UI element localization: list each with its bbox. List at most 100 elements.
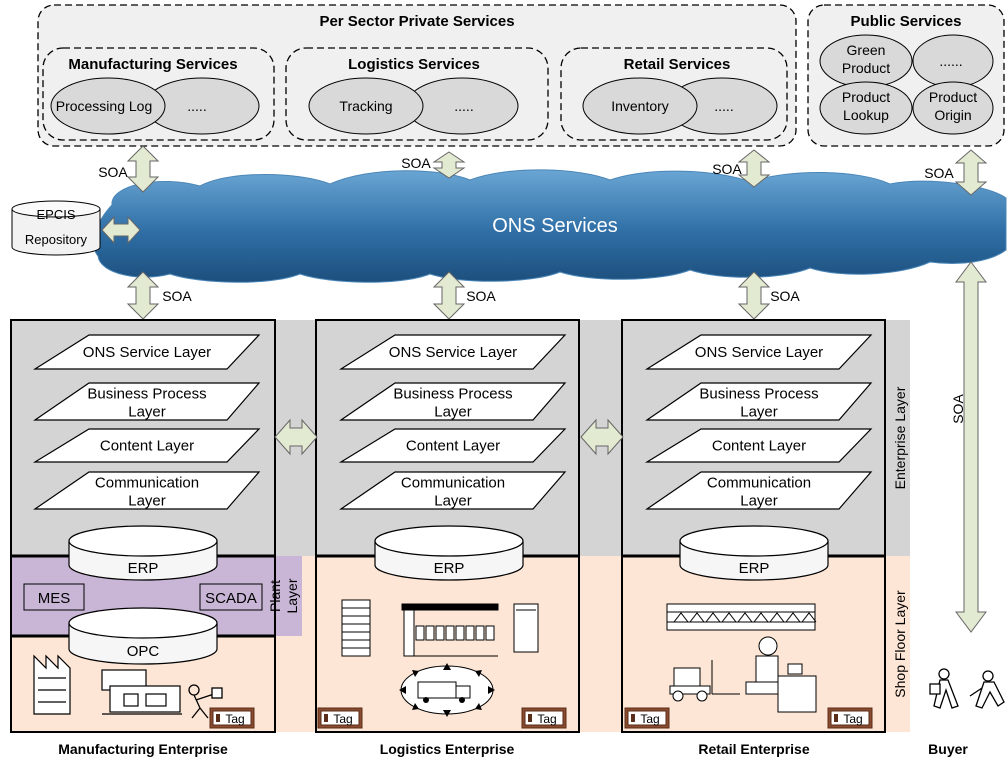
content-layer xyxy=(338,428,567,463)
warehouse-icon xyxy=(401,603,499,657)
factory-icon xyxy=(33,654,71,715)
soa-top-arrows: SOA SOA SOA SOA xyxy=(98,145,988,196)
tag-label: Tag xyxy=(537,712,556,726)
scada-label: SCADA xyxy=(205,590,257,607)
business-process-layer-label-line1: Business Process xyxy=(699,386,818,403)
manufacturing-enterprise-box xyxy=(10,319,276,733)
epcis-label-line1: EPCIS xyxy=(36,207,75,222)
public-product-origin-line2: Origin xyxy=(934,107,971,123)
manufacturing-services-title: Manufacturing Services xyxy=(68,56,237,73)
tag-label: Tag xyxy=(843,712,862,726)
business-process-layer-label-line1: Business Process xyxy=(393,386,512,403)
ons-service-layer-label: ONS Service Layer xyxy=(695,344,823,361)
private-services-group: Per Sector Private Services Manufacturin… xyxy=(37,4,797,147)
plant-layer-label-line1: Plant xyxy=(267,580,283,612)
ons-service-layer xyxy=(338,334,567,370)
service-more: ..... xyxy=(187,98,206,114)
ons-services-label: ONS Services xyxy=(492,215,618,237)
business-process-layer xyxy=(645,382,873,421)
business-process-layer-label-line2: Layer xyxy=(434,404,472,421)
retail-enterprise-box xyxy=(621,319,886,733)
business-process-layer-label-line2: Layer xyxy=(740,404,778,421)
cashier-icon xyxy=(745,636,817,713)
double-arrow xyxy=(126,271,160,320)
opc-cylinder: OPC xyxy=(68,607,218,665)
enterprise-layer-label: Enterprise Layer xyxy=(892,386,908,489)
communication-layer-label-line2: Layer xyxy=(434,493,472,510)
service-more: ..... xyxy=(454,98,473,114)
communication-layer xyxy=(645,471,873,510)
communication-layer xyxy=(33,471,261,510)
content-layer xyxy=(32,428,261,463)
logistics-enterprise-label: Logistics Enterprise xyxy=(380,741,515,757)
soa-bottom-arrows: SOA SOA SOA xyxy=(126,271,800,320)
machine-icon xyxy=(101,669,182,715)
shop-floor-layer-label: Shop Floor Layer xyxy=(892,590,908,698)
content-layer-label: Content Layer xyxy=(100,438,194,455)
ons-cloud: ONS Services xyxy=(93,169,1007,283)
service-ellipse xyxy=(308,77,424,135)
retail-enterprise-label: Retail Enterprise xyxy=(698,741,809,757)
manufacturing-enterprise-label: Manufacturing Enterprise xyxy=(58,741,228,757)
soa-label: SOA xyxy=(98,164,128,180)
erp-cylinder: ERP xyxy=(374,525,524,581)
erp-cylinder-label: ERP xyxy=(128,560,159,577)
rfid-tag-icon: Tag xyxy=(317,707,363,729)
soa-label: SOA xyxy=(712,161,742,177)
shelves-icon xyxy=(341,599,371,657)
tag-label: Tag xyxy=(225,712,244,726)
communication-layer-label-line1: Communication xyxy=(707,475,811,492)
erp-cylinder: ERP xyxy=(679,525,829,581)
public-green-product-line1: Green xyxy=(847,42,886,58)
erp-cylinder-label: ERP xyxy=(434,560,465,577)
double-arrow xyxy=(737,149,771,188)
public-green-product-line2: Product xyxy=(842,60,890,76)
mes-label: MES xyxy=(38,590,71,607)
rfid-tag-icon: Tag xyxy=(209,707,255,729)
truck-hub-icon xyxy=(399,663,495,717)
scada-box xyxy=(199,583,263,611)
epcis-label-line2: Repository xyxy=(25,232,88,247)
soa-vertical-label: SOA xyxy=(950,394,966,424)
public-more: ...... xyxy=(939,53,962,69)
service-tracking: Tracking xyxy=(339,98,392,114)
private-services-title: Per Sector Private Services xyxy=(319,13,514,30)
service-ellipse xyxy=(582,77,698,135)
soa-label: SOA xyxy=(162,288,192,304)
service-processing-log: Processing Log xyxy=(56,98,153,114)
mes-box xyxy=(23,583,85,611)
rfid-tag-icon: Tag xyxy=(521,707,567,729)
public-product-lookup-line1: Product xyxy=(842,89,890,105)
public-product-origin-line1: Product xyxy=(929,89,977,105)
plant-layer-label-line2: Layer xyxy=(284,578,300,613)
retail-services-title: Retail Services xyxy=(624,56,731,73)
double-arrow xyxy=(580,418,624,456)
worker-icon xyxy=(188,684,223,719)
business-process-layer-label-line2: Layer xyxy=(128,404,166,421)
logistics-enterprise-box xyxy=(315,319,580,733)
public-services-title: Public Services xyxy=(851,13,962,30)
content-layer-label: Content Layer xyxy=(712,438,806,455)
forklift-icon xyxy=(669,660,740,702)
opc-cylinder-label: OPC xyxy=(127,643,160,660)
service-more: ..... xyxy=(714,98,733,114)
service-ellipse xyxy=(50,77,166,135)
ons-service-layer-label: ONS Service Layer xyxy=(389,344,517,361)
public-product-lookup-line2: Lookup xyxy=(843,107,889,123)
logistics-services-title: Logistics Services xyxy=(348,56,480,73)
double-arrow xyxy=(101,215,141,245)
buyer-label: Buyer xyxy=(928,741,968,757)
content-layer-label: Content Layer xyxy=(406,438,500,455)
soa-label: SOA xyxy=(466,288,496,304)
service-inventory: Inventory xyxy=(611,98,669,114)
soa-label: SOA xyxy=(924,165,954,181)
soa-label: SOA xyxy=(770,288,800,304)
conveyor-icon xyxy=(666,603,817,631)
communication-layer-label-line1: Communication xyxy=(401,475,505,492)
rfid-tag-icon: Tag xyxy=(624,707,670,729)
double-arrow xyxy=(955,261,987,633)
communication-layer-label-line2: Layer xyxy=(128,493,166,510)
tag-label: Tag xyxy=(333,712,352,726)
